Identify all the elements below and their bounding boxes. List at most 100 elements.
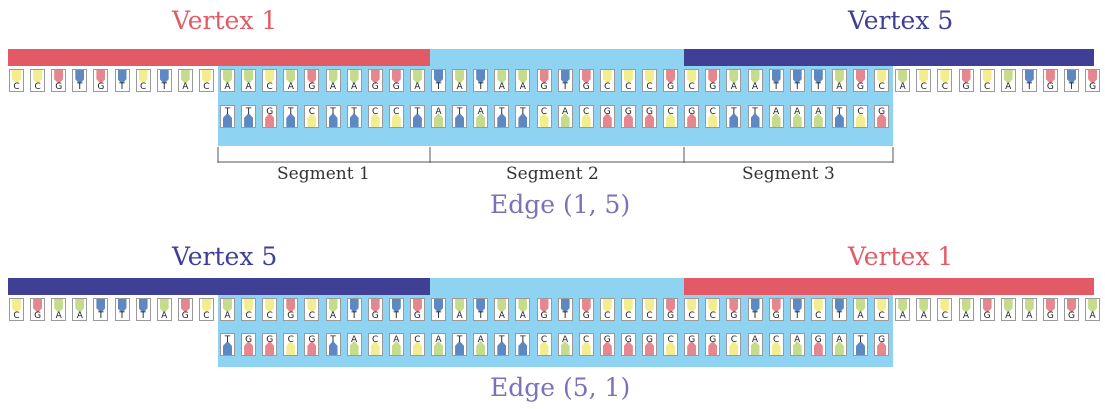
base-letter: T bbox=[562, 82, 568, 92]
base-shape bbox=[286, 70, 296, 84]
bottom-vertex5-label: Vertex 5 bbox=[172, 242, 278, 271]
base-shape bbox=[391, 299, 401, 313]
base-letter: G bbox=[857, 82, 864, 92]
base-shape bbox=[1003, 299, 1013, 313]
base-letter: T bbox=[330, 107, 336, 117]
base-shape bbox=[623, 341, 633, 355]
base-shape bbox=[560, 299, 570, 313]
base-shape bbox=[307, 70, 317, 84]
base-shape bbox=[560, 341, 570, 355]
base-letter: T bbox=[773, 82, 779, 92]
base-letter: A bbox=[1005, 82, 1012, 92]
base-shape bbox=[813, 70, 823, 84]
base-letter: C bbox=[941, 311, 949, 321]
base-shape bbox=[476, 70, 486, 84]
nucleotide-A: A bbox=[747, 69, 763, 92]
base-shape bbox=[223, 113, 232, 127]
nucleotide-A: A bbox=[388, 333, 404, 356]
nucleotide-C: C bbox=[304, 298, 320, 321]
nucleotide-G: G bbox=[262, 105, 278, 128]
base-letter: G bbox=[1046, 82, 1054, 92]
bottom-edge-label: Edge (5, 1) bbox=[490, 373, 631, 402]
nucleotide-T: T bbox=[515, 105, 531, 128]
base-shape bbox=[856, 341, 865, 355]
nucleotide-G: G bbox=[241, 333, 257, 356]
base-letter: G bbox=[582, 311, 590, 321]
base-shape bbox=[412, 341, 422, 355]
base-shape bbox=[434, 341, 443, 355]
base-letter: T bbox=[140, 311, 146, 321]
base-shape bbox=[455, 113, 465, 127]
base-shape bbox=[434, 113, 443, 127]
base-letter: C bbox=[372, 107, 379, 117]
base-shape bbox=[244, 113, 254, 127]
base-letter: C bbox=[13, 82, 20, 92]
nucleotide-T: T bbox=[220, 105, 235, 128]
base-shape bbox=[645, 113, 654, 127]
base-letter: C bbox=[815, 311, 822, 321]
base-letter: G bbox=[688, 335, 696, 345]
base-letter: A bbox=[498, 82, 505, 92]
base-letter: A bbox=[351, 335, 358, 345]
nucleotide-C: C bbox=[705, 105, 721, 128]
base-shape bbox=[750, 341, 760, 355]
base-letter: A bbox=[498, 311, 505, 321]
base-shape bbox=[286, 113, 296, 127]
base-shape bbox=[33, 299, 43, 313]
base-letter: C bbox=[646, 82, 653, 92]
base-letter: G bbox=[667, 82, 675, 92]
base-letter: C bbox=[920, 82, 927, 92]
nucleotide-A: A bbox=[220, 298, 235, 321]
nucleotide-C: C bbox=[536, 105, 552, 128]
base-letter: G bbox=[392, 82, 400, 92]
nucleotide-T: T bbox=[494, 105, 510, 128]
nucleotide-A: A bbox=[789, 105, 805, 128]
base-shape bbox=[834, 70, 844, 84]
base-letter: A bbox=[287, 82, 294, 92]
base-letter: C bbox=[983, 82, 991, 92]
nucleotide-A: A bbox=[431, 333, 446, 356]
nucleotide-G: G bbox=[705, 69, 721, 92]
base-shape bbox=[476, 299, 486, 313]
nucleotide-C: C bbox=[198, 298, 214, 321]
nucleotide-C: C bbox=[578, 105, 594, 128]
base-letter: T bbox=[794, 311, 800, 321]
base-shape bbox=[349, 299, 359, 313]
base-shape bbox=[856, 299, 865, 313]
base-shape bbox=[771, 113, 781, 127]
bottom-vertex1-bar bbox=[684, 278, 1094, 295]
base-shape bbox=[623, 113, 633, 127]
nucleotide-C: C bbox=[916, 69, 932, 92]
nucleotide-A: A bbox=[473, 105, 489, 128]
base-letter: T bbox=[77, 82, 83, 92]
base-letter: C bbox=[540, 107, 548, 117]
base-letter: A bbox=[477, 107, 484, 117]
nucleotide-T: T bbox=[431, 298, 446, 321]
base-shape bbox=[645, 299, 654, 313]
base-shape bbox=[729, 70, 739, 84]
base-shape bbox=[602, 341, 612, 355]
base-letter: T bbox=[161, 82, 167, 92]
nucleotide-T: T bbox=[853, 333, 868, 356]
base-shape bbox=[581, 341, 591, 355]
base-letter: T bbox=[752, 107, 758, 117]
base-letter: G bbox=[646, 107, 653, 117]
nucleotide-G: G bbox=[599, 105, 615, 128]
base-shape bbox=[623, 299, 633, 313]
base-letter: C bbox=[245, 311, 252, 321]
base-shape bbox=[834, 299, 844, 313]
base-shape bbox=[265, 113, 275, 127]
base-shape bbox=[201, 70, 211, 84]
base-letter: A bbox=[182, 82, 189, 92]
base-shape bbox=[201, 299, 211, 313]
base-shape bbox=[497, 113, 507, 127]
base-shape bbox=[497, 299, 507, 313]
base-shape bbox=[982, 70, 992, 84]
nucleotide-G: G bbox=[874, 333, 890, 356]
base-letter: A bbox=[519, 82, 526, 92]
base-letter: C bbox=[688, 311, 695, 321]
base-letter: G bbox=[814, 335, 822, 345]
nucleotide-T: T bbox=[831, 105, 847, 128]
base-shape bbox=[455, 341, 465, 355]
nucleotide-C: C bbox=[599, 298, 615, 321]
